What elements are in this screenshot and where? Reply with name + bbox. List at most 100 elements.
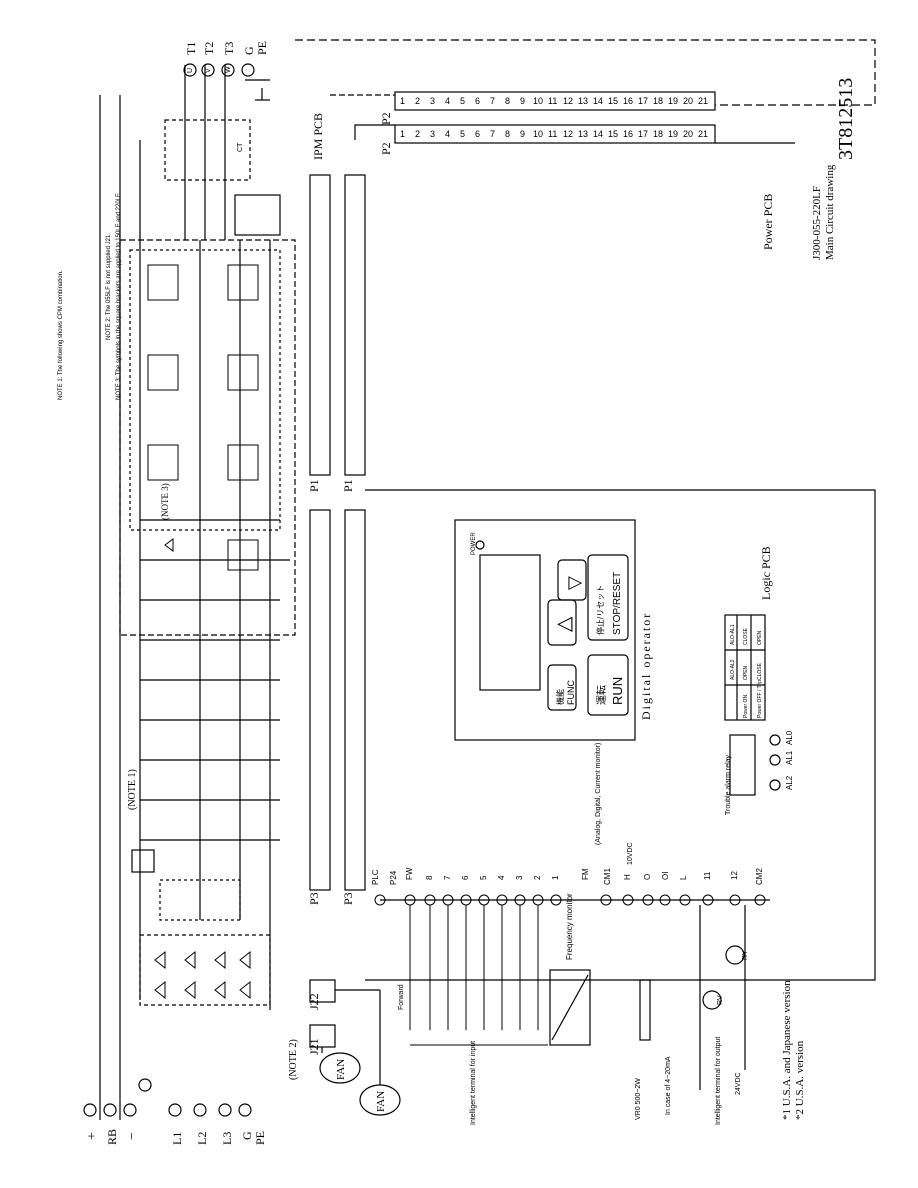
svg-text:9: 9 xyxy=(520,129,525,139)
svg-text:15: 15 xyxy=(608,129,618,139)
digital-operator-label: Digital operator xyxy=(639,612,653,720)
svg-text:14: 14 xyxy=(593,96,603,106)
svg-text:17: 17 xyxy=(638,96,648,106)
v10-label: 10VDC xyxy=(627,842,634,865)
terminal-g-right: G xyxy=(242,46,256,55)
digital-operator xyxy=(454,519,636,741)
relay-table xyxy=(724,614,766,721)
fan-2-label: FAN xyxy=(375,1091,387,1112)
p3-term-15: OI xyxy=(661,872,670,880)
freq-monitor-label: Frequency monitor xyxy=(565,893,574,960)
p3-term-19: CM2 xyxy=(755,868,764,885)
p3-term-0: PLC xyxy=(371,869,380,885)
svg-text:18: 18 xyxy=(653,129,663,139)
stop-cn-label: 停止/リセット xyxy=(595,585,605,635)
stop-button xyxy=(587,554,629,641)
relay-header-1: ALO-AL1 xyxy=(730,624,736,645)
func-button xyxy=(547,664,577,711)
operator-display xyxy=(479,554,541,691)
p1-label-right: P1 xyxy=(341,479,355,492)
svg-text:3: 3 xyxy=(430,96,435,106)
p3-term-7: 4 xyxy=(497,875,506,880)
p3-term-13: H xyxy=(623,874,632,880)
p3-term-4: 7 xyxy=(443,875,452,880)
note3-text: NOTE 3: The symbols in the square bracke… xyxy=(116,192,122,400)
j22-label: J22 xyxy=(307,993,321,1010)
svg-text:21: 21 xyxy=(698,129,708,139)
func-cn-label: 機能 xyxy=(555,689,565,705)
note1-text: NOTE 1: The following shows CPM combinat… xyxy=(58,270,64,400)
svg-text:2: 2 xyxy=(415,96,420,106)
relay-row2-label: Power OFF / Trip xyxy=(757,680,763,718)
power-p1-connector xyxy=(344,174,366,476)
func-label: FUNC xyxy=(566,680,576,705)
p3-term-3: 8 xyxy=(425,875,434,880)
p3-term-2: FW xyxy=(405,867,414,880)
p2-label-bottom: P2 xyxy=(379,142,393,155)
relay-row1-label: Power ON xyxy=(743,695,749,718)
svg-text:13: 13 xyxy=(578,129,588,139)
svg-text:18: 18 xyxy=(653,96,663,106)
alarm-term-1: AL1 xyxy=(785,750,794,765)
svg-text:21: 21 xyxy=(698,96,708,106)
p2-connector-bottom xyxy=(394,124,716,144)
p3-term-8: 3 xyxy=(515,875,524,880)
terminal-l3: L3 xyxy=(220,1132,234,1145)
ipm-block xyxy=(119,239,296,636)
svg-text:3: 3 xyxy=(430,129,435,139)
p1-label-left: P1 xyxy=(307,479,321,492)
usa-jp-note: *1 U.S.A. and Japanese version xyxy=(781,980,793,1120)
terminal-l1: L1 xyxy=(170,1132,184,1145)
v24-label: 24VDC xyxy=(735,1072,742,1095)
p2-label-top: P2 xyxy=(379,112,393,125)
relay-row2-c2: CLOSE xyxy=(757,662,763,680)
run-button xyxy=(587,654,629,716)
svg-text:13: 13 xyxy=(578,96,588,106)
svg-text:15: 15 xyxy=(608,96,618,106)
svg-text:19: 19 xyxy=(668,129,678,139)
p3-term-16: L xyxy=(679,875,688,880)
p3-term-11: FM xyxy=(581,868,590,880)
p3-term-10: 1 xyxy=(551,875,560,880)
note2-ref: (NOTE 2) xyxy=(288,1039,299,1080)
down-arrow-label: ▽ xyxy=(564,576,584,590)
svg-text:8: 8 xyxy=(505,96,510,106)
alarm-term-0: AL2 xyxy=(785,775,794,790)
svg-text:16: 16 xyxy=(623,96,633,106)
p3-connector-left xyxy=(309,509,331,891)
svg-text:7: 7 xyxy=(490,129,495,139)
svg-text:12: 12 xyxy=(563,129,573,139)
relay-row2-c1: OPEN xyxy=(757,630,763,645)
svg-text:5: 5 xyxy=(460,96,465,106)
terminal-rb: RB xyxy=(105,1129,119,1145)
svg-text:6: 6 xyxy=(475,129,480,139)
svg-text:14: 14 xyxy=(593,129,603,139)
note2-text: NOTE 2: The 055LF is not supplied J21. xyxy=(106,233,112,340)
ct-block xyxy=(164,119,251,181)
terminal-minus: − xyxy=(125,1132,140,1140)
rv-label: RV xyxy=(717,995,724,1005)
relay-header-2: ALO-AL2 xyxy=(730,659,736,680)
svg-text:20: 20 xyxy=(683,129,693,139)
terminal-w: W xyxy=(225,66,232,73)
terminal-g-left: G xyxy=(240,1131,254,1140)
p3-term-14: O xyxy=(643,874,652,880)
svg-text:9: 9 xyxy=(520,96,525,106)
terminal-t3: T3 xyxy=(222,42,236,55)
terminal-t1: T1 xyxy=(184,42,198,55)
p3-connector-right xyxy=(344,509,366,891)
relay-row1-c2: OPEN xyxy=(743,665,749,680)
terminal-pe-right: PE xyxy=(255,41,269,55)
svg-text:19: 19 xyxy=(668,96,678,106)
power-pcb-label: Power PCB xyxy=(761,194,775,250)
run-label: RUN xyxy=(610,677,625,705)
svg-text:7: 7 xyxy=(490,96,495,106)
drawing-number: 3T812513 xyxy=(835,78,857,160)
run-cn-label: 運転 xyxy=(596,685,608,705)
svg-text:1: 1 xyxy=(400,96,405,106)
svg-text:6: 6 xyxy=(475,96,480,106)
p3-term-12: CM1 xyxy=(603,868,612,885)
terminal-v: V xyxy=(205,68,212,73)
terminal-t2: T2 xyxy=(202,42,216,55)
